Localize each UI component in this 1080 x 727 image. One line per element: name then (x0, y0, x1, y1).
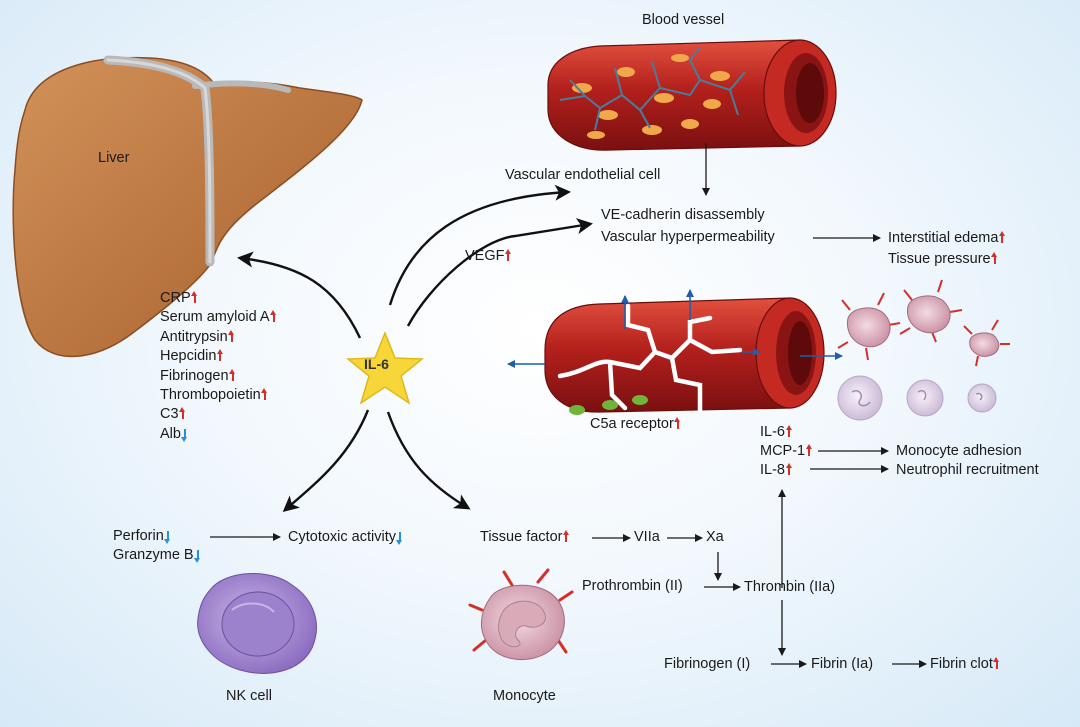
liver-protein-name: Thrombopoietin (160, 386, 261, 403)
liver-protein-name: CRP (160, 290, 191, 306)
liver-protein-name: Serum amyloid A (160, 309, 270, 326)
vascular-endothelial-cell-label: Vascular endothelial cell (505, 167, 661, 183)
thrombin-label: Thrombin (IIa) (744, 579, 836, 595)
il6-right-label: IL-6 (760, 424, 792, 440)
fibrinogen-i-label: Fibrinogen (I) (664, 656, 751, 672)
blood-vessel-middle-illustration (507, 289, 843, 415)
il6-center-label: IL-6 (364, 356, 389, 372)
liver-protein-name: Antitrypsin (160, 328, 228, 345)
liver-protein-item: Serum amyloid A (160, 309, 277, 328)
il8-label: IL-8 (760, 462, 792, 478)
vascular-hyperpermeability-label: Vascular hyperpermeability (601, 229, 775, 245)
xa-label: Xa (706, 529, 724, 545)
blood-vessel-top-illustration (547, 39, 837, 151)
liver-protein-name: Alb (160, 425, 181, 442)
monocyte-illustration (468, 568, 574, 661)
liver-protein-item: Antitrypsin (160, 329, 274, 348)
liver-protein-item: Fibrinogen (160, 368, 274, 387)
il6-curved-arrows (237, 184, 593, 512)
pathway-arrows (210, 143, 927, 668)
liver-protein-name: C3 (160, 406, 179, 423)
monocyte-adhesion-label: Monocyte adhesion (896, 443, 1022, 459)
mcp1-label: MCP-1 (760, 443, 812, 459)
activated-cells-illustration (837, 279, 1010, 421)
tissue-pressure-label: Tissue pressure (888, 251, 998, 267)
interstitial-edema-label: Interstitial edema (888, 230, 1005, 246)
nk-cell-illustration (197, 573, 317, 674)
vegf-label: VEGF (465, 248, 511, 264)
il6-star-icon (345, 330, 425, 405)
neutrophil-recruitment-label: Neutrophil recruitment (896, 462, 1039, 478)
cytotoxic-activity-label: Cytotoxic activity (288, 529, 403, 545)
perforin-label: Perforin (113, 528, 171, 544)
liver-protein-name: Fibrinogen (160, 367, 229, 384)
viia-label: VIIa (634, 529, 660, 545)
fibrin-clot-label: Fibrin clot (930, 656, 1000, 672)
liver-protein-item: Thrombopoietin (160, 387, 274, 406)
liver-protein-name: Hepcidin (160, 348, 217, 365)
nk-cell-label: NK cell (226, 688, 272, 704)
liver-protein-item: Alb (160, 426, 274, 445)
liver-illustration (12, 55, 363, 358)
blood-vessel-label: Blood vessel (642, 12, 725, 28)
monocyte-label: Monocyte (493, 688, 556, 704)
liver-protein-item: Hepcidin (160, 348, 274, 367)
granzyme-b-label: Granzyme B (113, 547, 201, 563)
liver-label: Liver (98, 150, 130, 166)
tissue-factor-label: Tissue factor (480, 529, 569, 545)
liver-protein-item: CRP (160, 290, 274, 309)
prothrombin-label: Prothrombin (II) (582, 578, 683, 594)
ve-cadherin-label: VE-cadherin disassembly (601, 207, 765, 223)
fibrin-label: Fibrin (Ia) (811, 656, 874, 672)
c5a-receptor-label: C5a receptor (590, 416, 681, 432)
liver-protein-item: C3 (160, 406, 274, 425)
